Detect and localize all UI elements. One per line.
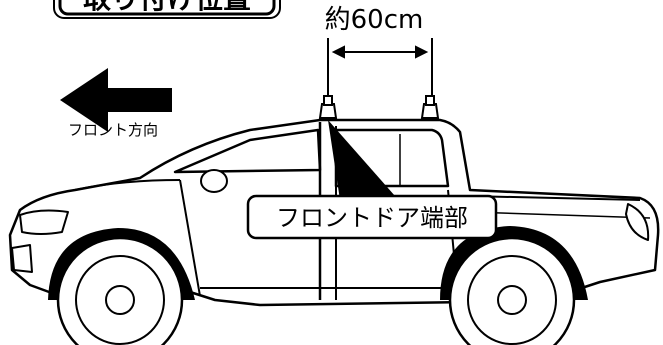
title-box: 取り付け位置 bbox=[53, 0, 281, 19]
left-arrow-icon bbox=[60, 68, 172, 132]
direction-label: フロント方向 bbox=[68, 121, 158, 139]
wheel-arches bbox=[48, 226, 588, 300]
callout-text: フロントドア端部 bbox=[276, 204, 468, 232]
front-wheel bbox=[56, 236, 184, 345]
roof-rack-feet bbox=[318, 95, 440, 119]
rear-wheel bbox=[448, 236, 576, 345]
title-text: 取り付け位置 bbox=[83, 0, 251, 15]
distance-label: 約60cm bbox=[325, 5, 424, 35]
callout-pointer bbox=[328, 120, 395, 200]
dimension-line bbox=[327, 38, 433, 100]
callout-box: フロントドア端部 bbox=[246, 194, 498, 240]
